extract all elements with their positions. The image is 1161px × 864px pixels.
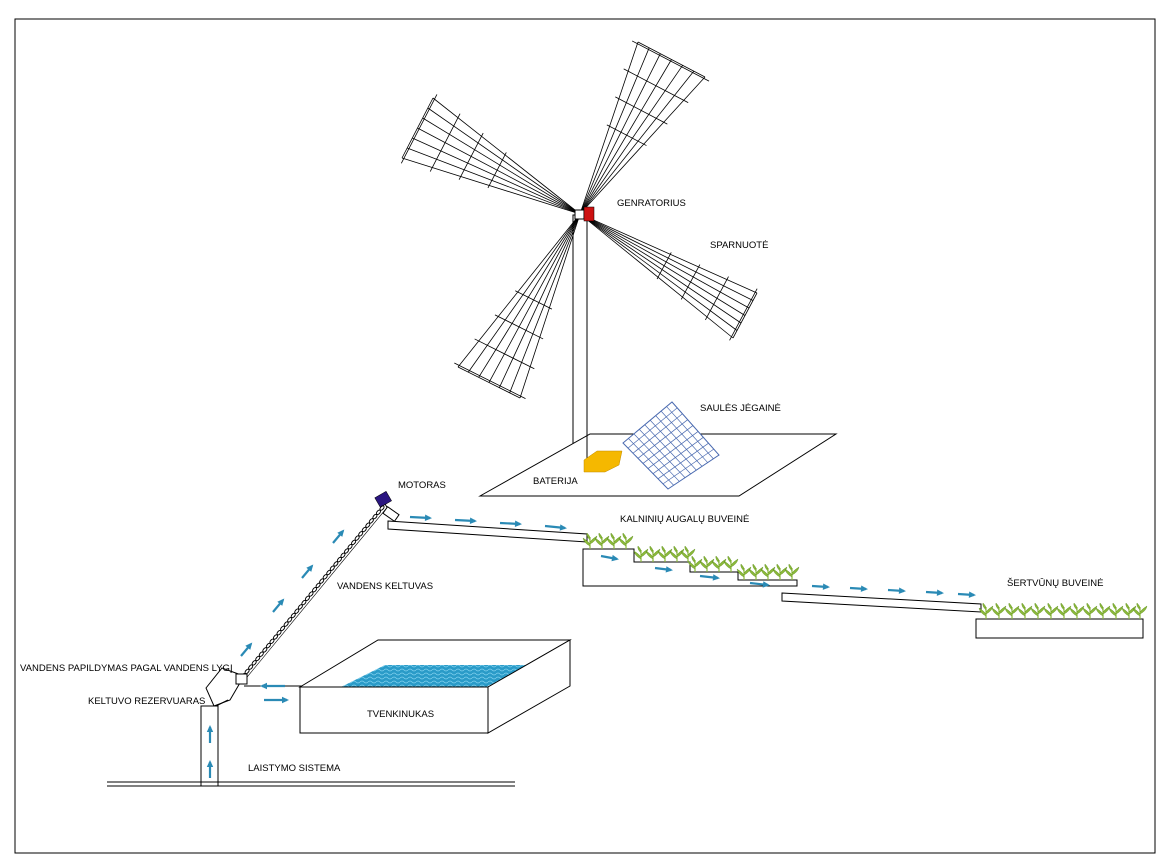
flow-arrow xyxy=(264,696,289,704)
plant-sprig xyxy=(1056,602,1072,619)
flow-arrow xyxy=(849,585,868,592)
upper-channel xyxy=(387,520,588,543)
pond xyxy=(298,639,572,734)
chain-link xyxy=(379,505,385,511)
page-border xyxy=(14,18,1156,854)
flow-arrow xyxy=(301,564,314,579)
flow-arrow xyxy=(957,591,976,598)
flow-arrow xyxy=(544,524,567,531)
lift-reservoir-box xyxy=(205,667,248,707)
label-generator: GENRATORIUS xyxy=(617,198,686,209)
plant-sprig xyxy=(760,563,776,580)
plant-sprig xyxy=(784,563,800,580)
flow-arrow xyxy=(749,581,770,588)
sedge-habitat-bed xyxy=(975,618,1144,639)
plant-sprig xyxy=(669,545,685,562)
flow-arrow xyxy=(654,566,673,573)
label-solar: SAULĖS JĖGAINĖ xyxy=(700,403,781,414)
plant-sprig xyxy=(978,602,994,619)
label-motor: MOTORAS xyxy=(398,480,446,491)
flow-arrow xyxy=(600,554,619,562)
plant-sprig xyxy=(723,555,739,572)
flow-arrow xyxy=(925,589,944,596)
plant-sprig xyxy=(1132,602,1148,619)
plant-sprig xyxy=(748,563,764,580)
windmill-blade xyxy=(454,213,581,399)
plant-sprig xyxy=(633,545,649,562)
flow-arrow xyxy=(332,529,345,544)
plant-sprig xyxy=(594,532,610,549)
plant-sprig xyxy=(1030,602,1046,619)
plant-sprig xyxy=(1082,602,1098,619)
flow-arrows xyxy=(206,514,976,778)
windmill xyxy=(400,40,758,469)
plant-sprig xyxy=(1043,602,1059,619)
plant-sprig xyxy=(1095,602,1111,619)
plant-sprig xyxy=(1121,602,1137,619)
plant-sprig xyxy=(1108,602,1124,619)
plant-sprig xyxy=(991,602,1007,619)
plant-sprig xyxy=(711,555,727,572)
plant-sprig xyxy=(618,532,634,549)
motor-box xyxy=(374,490,392,508)
flow-arrow xyxy=(260,682,285,690)
flow-arrow xyxy=(887,587,906,594)
label-refill: VANDENS PAPILDYMAS PAGAL VANDENS LYGĮ xyxy=(20,663,233,674)
lower-channel xyxy=(781,592,982,613)
plants xyxy=(582,532,1148,619)
battery-box xyxy=(583,450,623,473)
plant-sprig xyxy=(1069,602,1085,619)
plant-sprig xyxy=(772,563,788,580)
label-irrigation: LAISTYMO SISTEMA xyxy=(248,763,341,774)
flow-arrow xyxy=(409,514,432,521)
label-pond: TVENKINUKAS xyxy=(367,709,434,720)
plant-sprig xyxy=(606,532,622,549)
plant-sprig xyxy=(1017,602,1033,619)
plant-sprig xyxy=(736,563,752,580)
windmill-hub xyxy=(574,209,585,220)
flow-arrow xyxy=(240,642,253,657)
label-sedge-habitat: ŠERTVŪNŲ BUVEINĖ xyxy=(1007,578,1103,589)
flow-arrow xyxy=(454,517,477,524)
motor-outlet xyxy=(382,506,400,522)
label-blades: SPARNUOTĖ xyxy=(710,240,768,251)
windmill-blades xyxy=(400,40,758,399)
flow-arrow xyxy=(206,760,214,778)
flow-arrow xyxy=(272,598,285,613)
windmill-blade xyxy=(579,40,710,215)
label-water-lift: VANDENS KELTUVAS xyxy=(337,581,433,592)
plant-sprig xyxy=(1004,602,1020,619)
plant-sprig xyxy=(699,555,715,572)
generator-box xyxy=(583,206,595,222)
label-lift-reservoir: KELTUVO REZERVUARAS xyxy=(88,696,205,707)
label-battery: BATERIJA xyxy=(533,476,578,487)
plant-sprig xyxy=(645,545,661,562)
windmill-blade xyxy=(400,94,581,215)
solar-panel xyxy=(622,401,720,490)
label-hill-habitat: KALNINIŲ AUGALŲ BUVEINĖ xyxy=(620,514,749,525)
windmill-tower xyxy=(572,214,588,469)
plant-sprig xyxy=(657,545,673,562)
windmill-blade xyxy=(579,213,758,341)
flow-arrow xyxy=(699,574,720,581)
flow-arrow xyxy=(499,520,522,527)
plant-sprig xyxy=(680,545,696,562)
flow-arrow xyxy=(206,725,214,743)
flow-arrow xyxy=(811,583,830,590)
